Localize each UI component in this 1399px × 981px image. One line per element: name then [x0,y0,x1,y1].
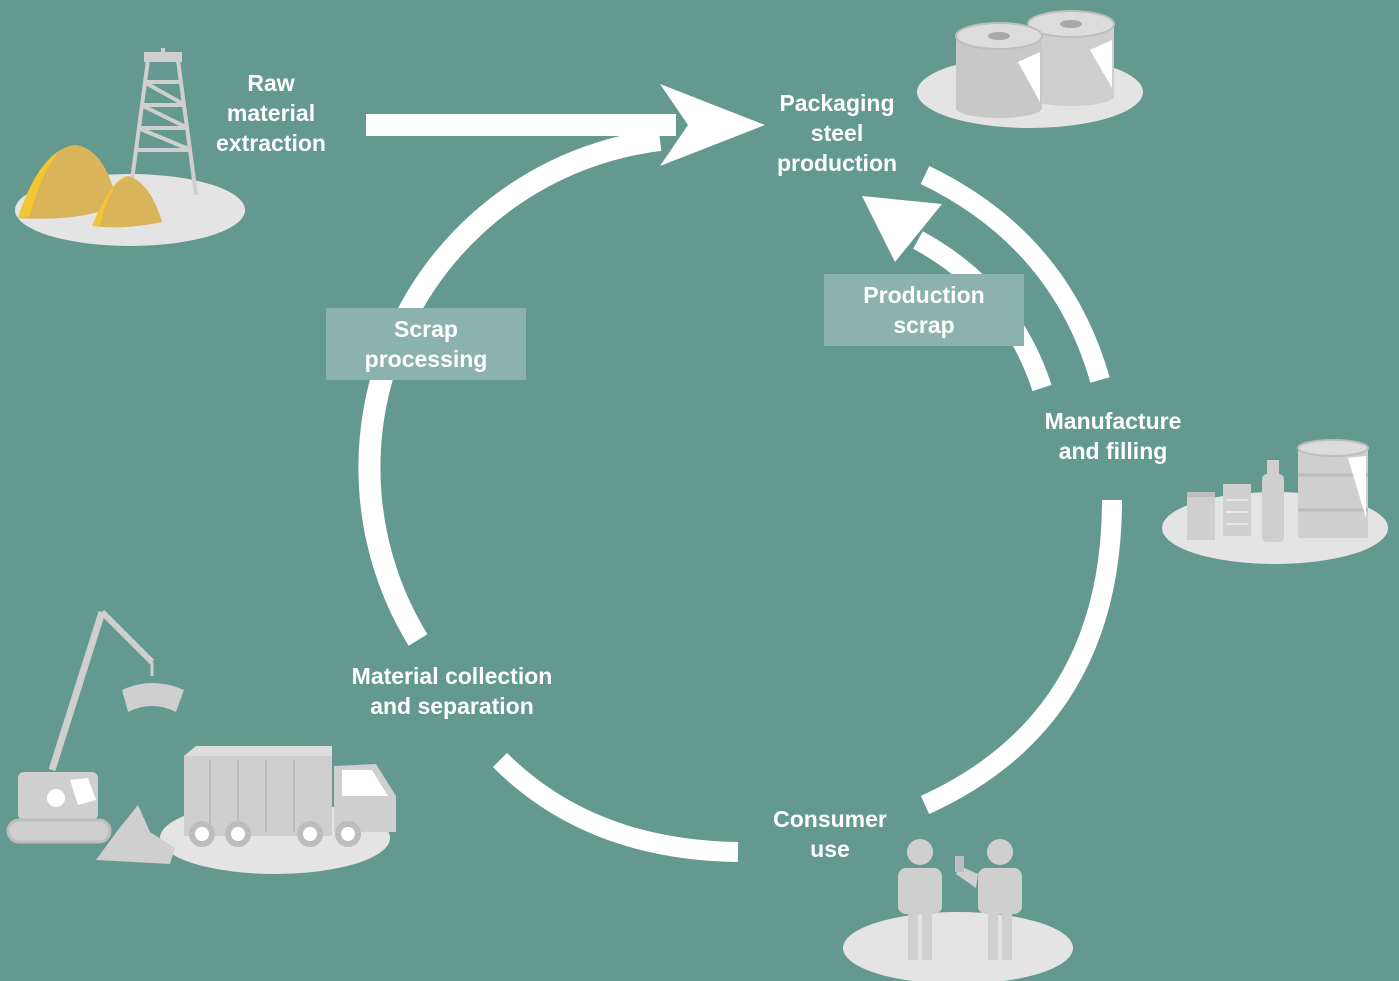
collection-label-line1: Material collection [351,663,553,689]
raw-material-label-line3: extraction [216,130,326,156]
consumer-label-line2: use [810,836,850,862]
steel-production-label-line2: steel [810,120,864,146]
raw-material-label-line2: material [226,100,316,126]
collection-label: Material collection and separation [322,661,582,721]
scrap-processing-line2: processing [364,346,488,372]
cans-and-drum-icon [1162,439,1388,564]
people-icon [843,839,1073,981]
steel-to-manufacture-arc [920,165,1110,383]
manufacture-label-line1: Manufacture [1044,408,1182,434]
scrap-processing-line1: Scrap [394,316,458,342]
production-scrap-box: Production scrap [824,274,1024,346]
production-scrap-line1: Production [863,282,985,308]
raw-material-label-line1: Raw [247,70,295,96]
manufacture-label-line2: and filling [1058,438,1168,464]
raw-material-arrow [366,84,765,166]
oil-rig-and-sand-icon [15,48,245,246]
truck-and-crane-icon [6,609,396,874]
collection-label-line2: and separation [370,693,534,719]
manufacture-to-consumer-arc [920,499,1122,815]
steel-production-label-line3: production [776,150,898,176]
manufacture-label: Manufacture and filling [1023,406,1203,466]
consumer-to-collection-arc [492,752,739,862]
scrap-processing-arrow [358,129,662,646]
consumer-label-line1: Consumer [773,806,887,832]
steel-production-label-line1: Packaging [779,90,895,116]
consumer-label: Consumer use [740,804,920,864]
steel-production-label: Packaging steel production [757,88,917,178]
raw-material-label: Raw material extraction [196,68,346,158]
steel-coils-icon [917,10,1143,128]
scrap-processing-box: Scrap processing [326,308,526,380]
production-scrap-line2: scrap [893,312,955,338]
